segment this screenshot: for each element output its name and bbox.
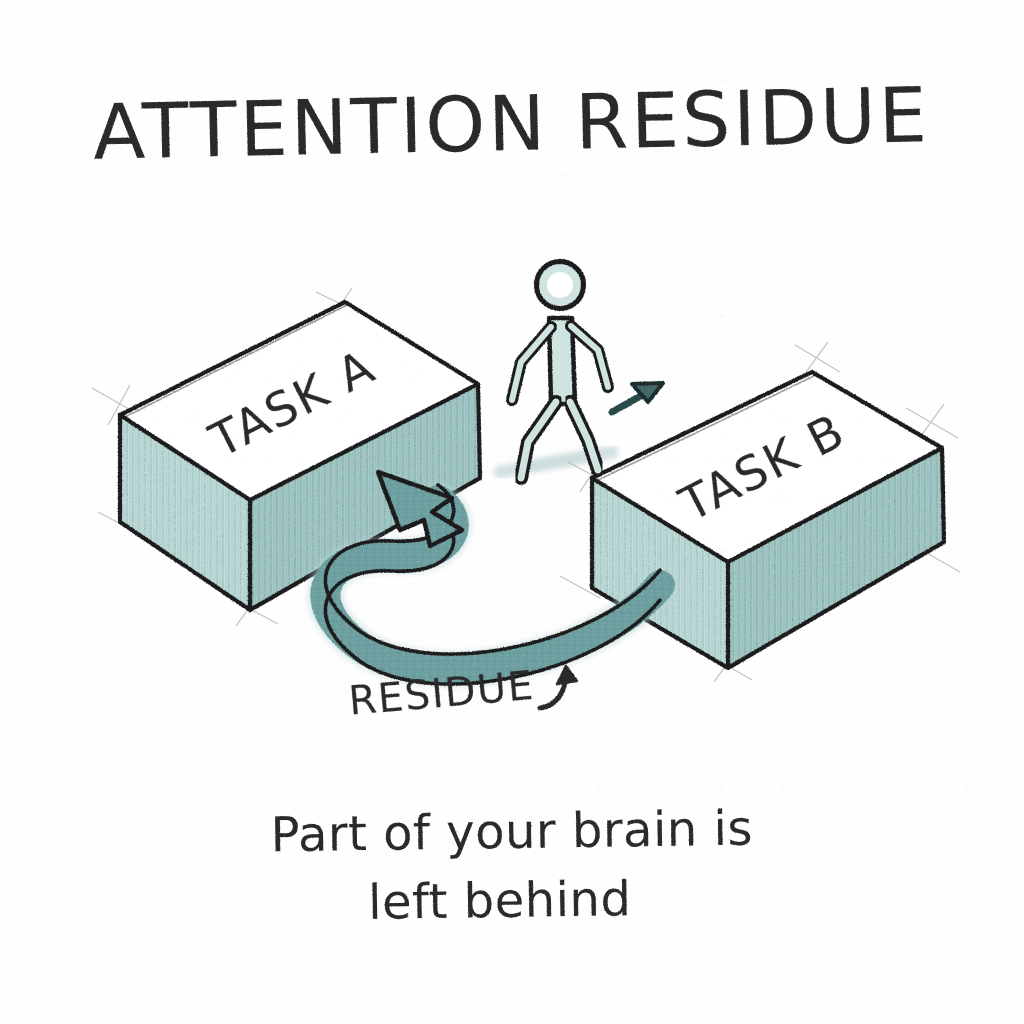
task-b-front-face [728,448,944,668]
residue-arrow-head [375,469,465,549]
page-title: ATTENTION RESIDUE [92,70,930,177]
forward-arrow-head [630,381,665,404]
walking-person-figure[interactable] [506,259,614,485]
caption-line-1: Part of your brain is [270,801,753,864]
figure-head-outline [534,259,586,311]
task-b-block[interactable]: TASK B [589,369,947,671]
figure-head-inner [547,272,573,298]
caption: Part of your brain is left behind [270,801,753,931]
residue-pointer-arrow-icon [537,664,579,711]
page-title-text: ATTENTION RESIDUE [92,70,930,177]
task-a-edges [117,299,483,613]
caption-line-2: left behind [368,871,632,931]
task-a-front-face [250,384,480,610]
residue-arrow-body [310,485,675,685]
task-b-top-face [592,372,942,562]
task-a-block[interactable]: TASK A [117,299,483,613]
task-a-top-face [120,302,478,500]
residue-arrow-edge-bottom [323,513,662,686]
figure-arm-front-fill [568,323,611,390]
figure-arm-back-fill [509,324,554,403]
figure-leg-back-fill [517,398,560,482]
residue-arrow[interactable] [307,469,678,688]
figure-leg-front-fill [566,398,602,474]
task-b-edges [589,369,947,671]
task-a-left-face [120,415,250,610]
forward-direction-arrow[interactable] [608,381,665,416]
